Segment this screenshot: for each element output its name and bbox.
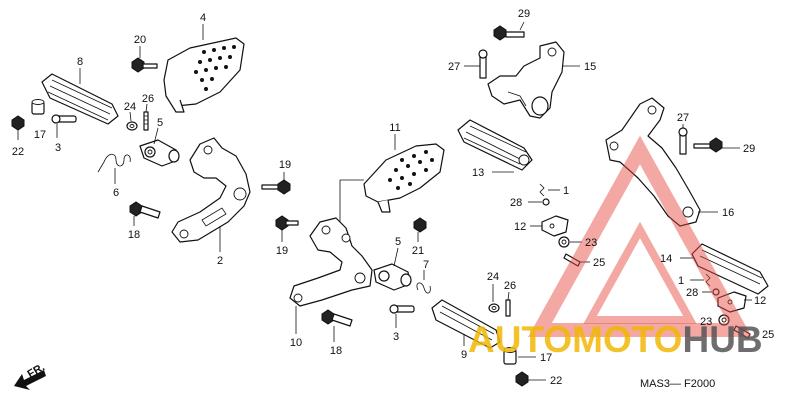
washer-24-left: [126, 121, 138, 131]
callout-16: 16: [722, 207, 734, 219]
bolt-27-right: [678, 127, 688, 155]
callout-22-left: 22: [12, 146, 24, 158]
pivot-5-right: [373, 263, 412, 291]
pin-3-right: [389, 304, 415, 314]
bolt-29-top: [493, 25, 525, 41]
callout-26-center: 26: [504, 280, 516, 292]
callout-18-center: 18: [330, 345, 342, 357]
bracket-2-left: [171, 137, 251, 243]
callout-10: 10: [290, 337, 302, 349]
footpeg-rubber-right: [431, 299, 501, 349]
callout-1-lower: 1: [678, 275, 684, 287]
callout-5-right: 5: [395, 236, 401, 248]
callout-3-right: 3: [393, 331, 399, 343]
bolt-27-top: [478, 49, 488, 79]
callout-19-upper: 19: [279, 159, 291, 171]
washer-24-center: [488, 303, 500, 313]
callout-29-top: 29: [518, 8, 530, 20]
callout-21: 21: [412, 245, 424, 257]
spring-pin-26-center: [505, 299, 511, 317]
spring-6-left: [97, 153, 131, 173]
direction-arrow-icon: [14, 370, 46, 390]
washer-23-upper: [558, 236, 570, 248]
pin-25-upper: [563, 253, 581, 267]
callout-1-upper: 1: [563, 185, 569, 197]
spring-1-upper: [539, 183, 545, 197]
spring-1-lower: [705, 273, 711, 287]
plate-12-lower: [717, 291, 747, 313]
spacer-17-left: [31, 99, 45, 115]
heel-guard-plate-right: [363, 143, 445, 213]
washer-23-lower: [718, 314, 730, 326]
callout-28-upper: 28: [510, 197, 522, 209]
pin-25-lower: [733, 325, 751, 339]
callout-25-upper: 25: [593, 257, 605, 269]
callout-11: 11: [389, 122, 400, 134]
ball-28-upper: [542, 198, 550, 206]
callout-27-right: 27: [677, 112, 689, 124]
callout-25-lower: 25: [762, 329, 774, 341]
callout-3-left: 3: [55, 142, 61, 154]
callout-29-right: 29: [743, 143, 755, 155]
bracket-15-upper: [487, 41, 565, 119]
callout-27-top: 27: [448, 61, 460, 73]
bolt-19-upper: [261, 179, 291, 195]
watermark-text-part2: HUB: [682, 319, 762, 360]
diagram-code-label: MAS3— F2000: [640, 378, 715, 390]
bolt-21: [413, 217, 427, 233]
bolt-22-right: [515, 371, 529, 387]
footpeg-rubber-lower-right: [691, 243, 769, 295]
footpeg-rubber-left: [41, 73, 119, 125]
callout-5-left: 5: [157, 117, 163, 129]
bolt-19-lower: [275, 215, 299, 231]
callout-24-center: 24: [487, 271, 499, 283]
pivot-5-left: [139, 139, 180, 167]
callout-24-left: 24: [124, 101, 136, 113]
bracket-10-right: [289, 217, 373, 307]
callout-17-left: 17: [34, 129, 46, 141]
bracket-16-long: [605, 97, 701, 227]
bolt-18-left: [129, 201, 161, 219]
callout-12-lower: 12: [754, 295, 766, 307]
ball-28-lower: [712, 288, 720, 296]
footpeg-rubber-upper-right: [457, 119, 533, 171]
callout-4: 4: [200, 12, 206, 24]
callout-8: 8: [77, 56, 83, 68]
callout-14: 14: [660, 253, 672, 265]
plate-12-upper: [541, 215, 569, 237]
callout-23-upper: 23: [585, 237, 597, 249]
callout-26-left: 26: [142, 93, 154, 105]
callout-18-left: 18: [128, 229, 140, 241]
heel-guard-plate-left: [163, 37, 245, 113]
callout-12-upper: 12: [514, 221, 526, 233]
spring-pin-26-left: [143, 111, 149, 131]
watermark: [528, 135, 752, 337]
callout-22-right: 22: [550, 375, 562, 387]
callout-2: 2: [217, 255, 223, 267]
direction-label: FR.: [26, 361, 47, 380]
callout-17-right: 17: [540, 352, 552, 364]
bolt-29-right: [693, 137, 723, 153]
pin-3-left: [51, 114, 77, 124]
callout-6: 6: [113, 187, 119, 199]
callout-28-lower: 28: [686, 287, 698, 299]
callout-23-lower: 23: [700, 316, 712, 328]
callout-13: 13: [472, 167, 484, 179]
bolt-20-left: [131, 57, 158, 73]
bolt-22-left: [11, 115, 25, 131]
spacer-17-right: [503, 347, 517, 365]
bolt-18-center: [321, 309, 353, 327]
callout-labels: 4 20 8 26 24 17 22 3 5 6 18 2 19 19 11 5…: [12, 8, 774, 387]
callout-19-lower: 19: [276, 245, 288, 257]
spring-7-right: [416, 270, 431, 294]
callout-7: 7: [423, 259, 429, 271]
watermark-text-part1: AUTOMOTO: [468, 319, 682, 360]
callout-20: 20: [134, 34, 146, 46]
callout-15: 15: [584, 61, 596, 73]
callout-9: 9: [461, 349, 467, 361]
watermark-text: AUTOMOTOHUB: [468, 319, 763, 360]
